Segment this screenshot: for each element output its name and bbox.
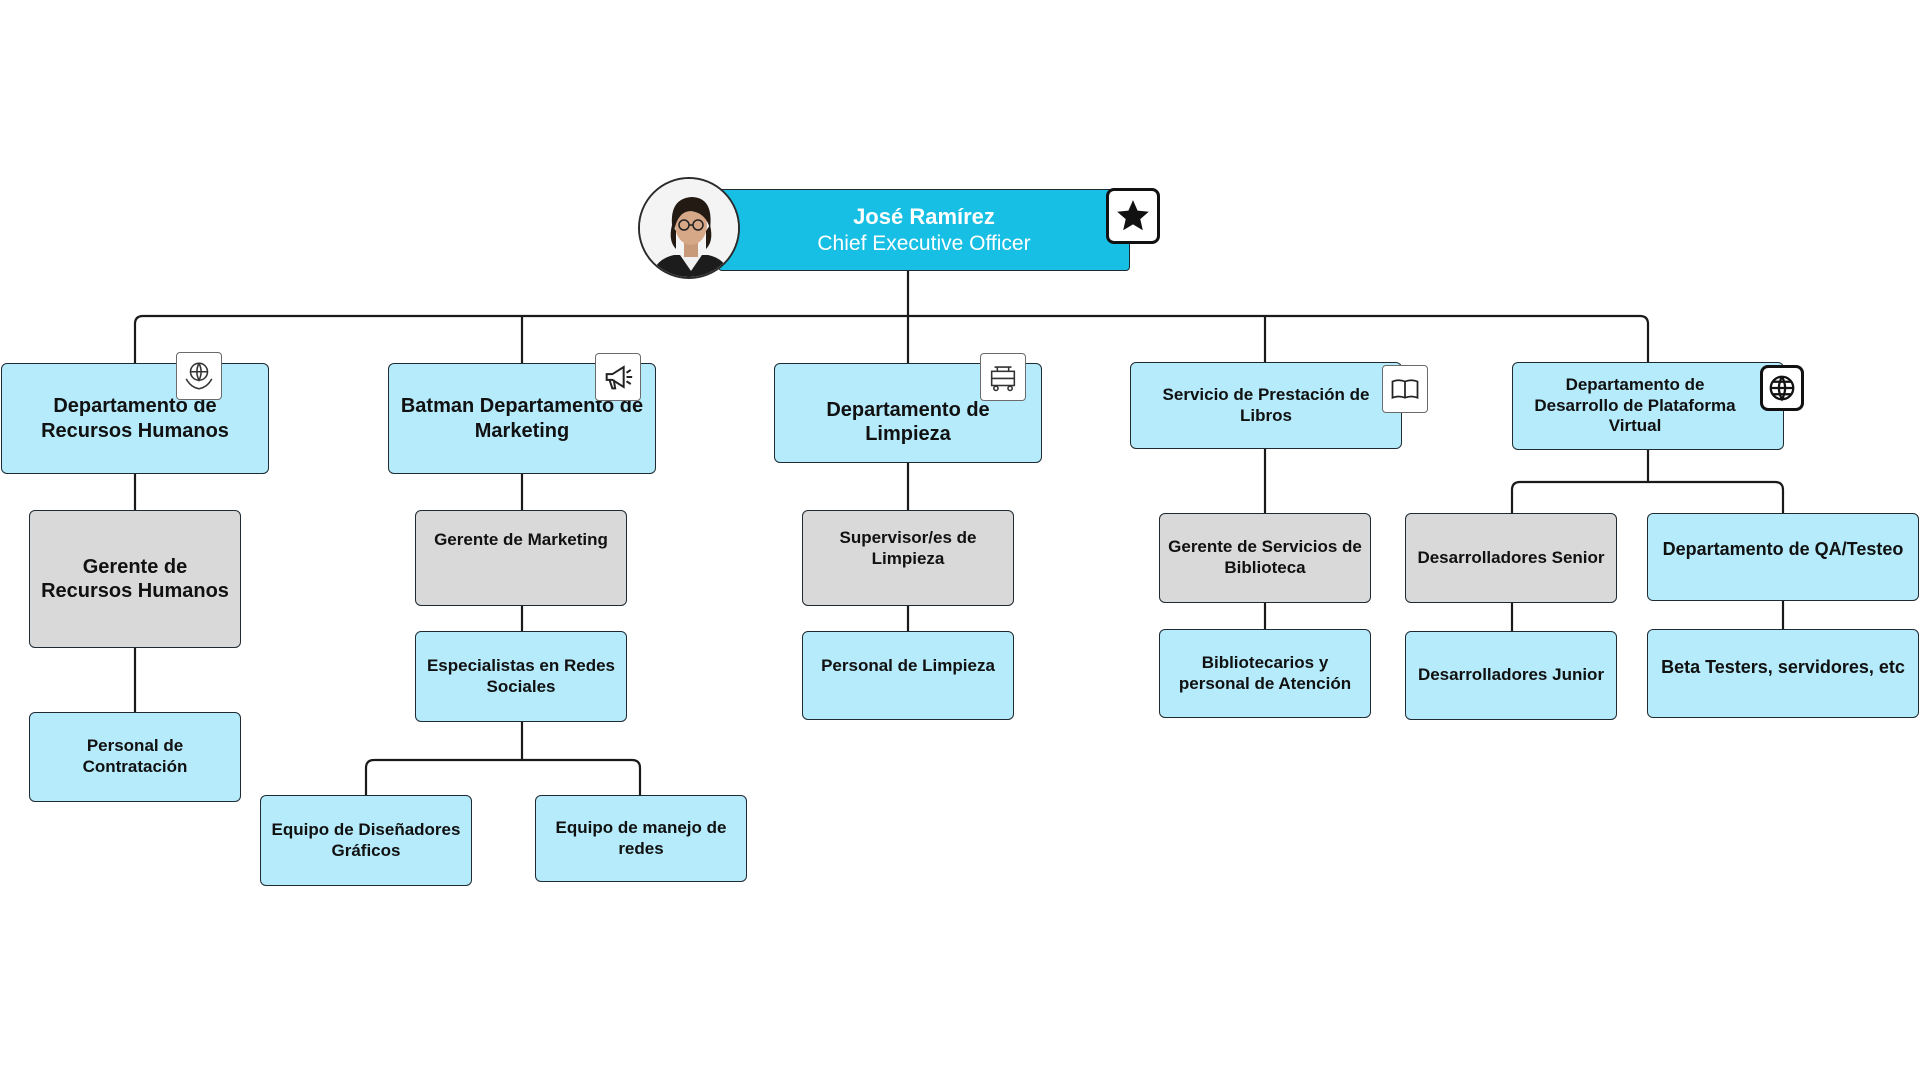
open-book-icon: [1382, 365, 1428, 413]
gerente-marketing[interactable]: Gerente de Marketing: [415, 510, 627, 606]
desarrolladores-junior[interactable]: Desarrolladores Junior: [1405, 631, 1617, 720]
dept-recursos-humanos[interactable]: Departamento de Recursos Humanos: [1, 363, 269, 474]
globe-icon: [1760, 365, 1804, 411]
hands-globe-icon: [176, 352, 222, 400]
supervisores-limpieza[interactable]: Supervisor/es de Limpieza: [802, 510, 1014, 606]
equipo-disenadores-graficos[interactable]: Equipo de Diseñadores Gráficos: [260, 795, 472, 886]
desarrolladores-senior[interactable]: Desarrolladores Senior: [1405, 513, 1617, 603]
connector-lines: [133, 271, 1785, 795]
star-icon: [1106, 188, 1160, 244]
bibliotecarios-personal-atencion[interactable]: Bibliotecarios y personal de Atención: [1159, 629, 1371, 718]
gerente-recursos-humanos[interactable]: Gerente de Recursos Humanos: [29, 510, 241, 648]
gerente-servicios-biblioteca[interactable]: Gerente de Servicios de Biblioteca: [1159, 513, 1371, 603]
megaphone-icon: [595, 353, 641, 401]
personal-limpieza[interactable]: Personal de Limpieza: [802, 631, 1014, 720]
dept-prestacion-libros[interactable]: Servicio de Prestación de Libros: [1130, 362, 1402, 449]
ceo-title: Chief Executive Officer: [817, 232, 1031, 255]
ceo-avatar: [638, 177, 740, 279]
cleaning-cart-icon: [980, 353, 1026, 401]
beta-testers[interactable]: Beta Testers, servidores, etc: [1647, 629, 1919, 718]
ceo-card[interactable]: José Ramírez Chief Executive Officer: [718, 189, 1130, 271]
especialistas-redes-sociales[interactable]: Especialistas en Redes Sociales: [415, 631, 627, 722]
equipo-manejo-redes[interactable]: Equipo de manejo de redes: [535, 795, 747, 882]
personal-contratacion[interactable]: Personal de Contratación: [29, 712, 241, 802]
ceo-name: José Ramírez: [853, 204, 995, 229]
dept-desarrollo-plataforma[interactable]: Departamento de Desarrollo de Plataforma…: [1512, 362, 1784, 450]
dept-qa-testeo[interactable]: Departamento de QA/Testeo: [1647, 513, 1919, 601]
